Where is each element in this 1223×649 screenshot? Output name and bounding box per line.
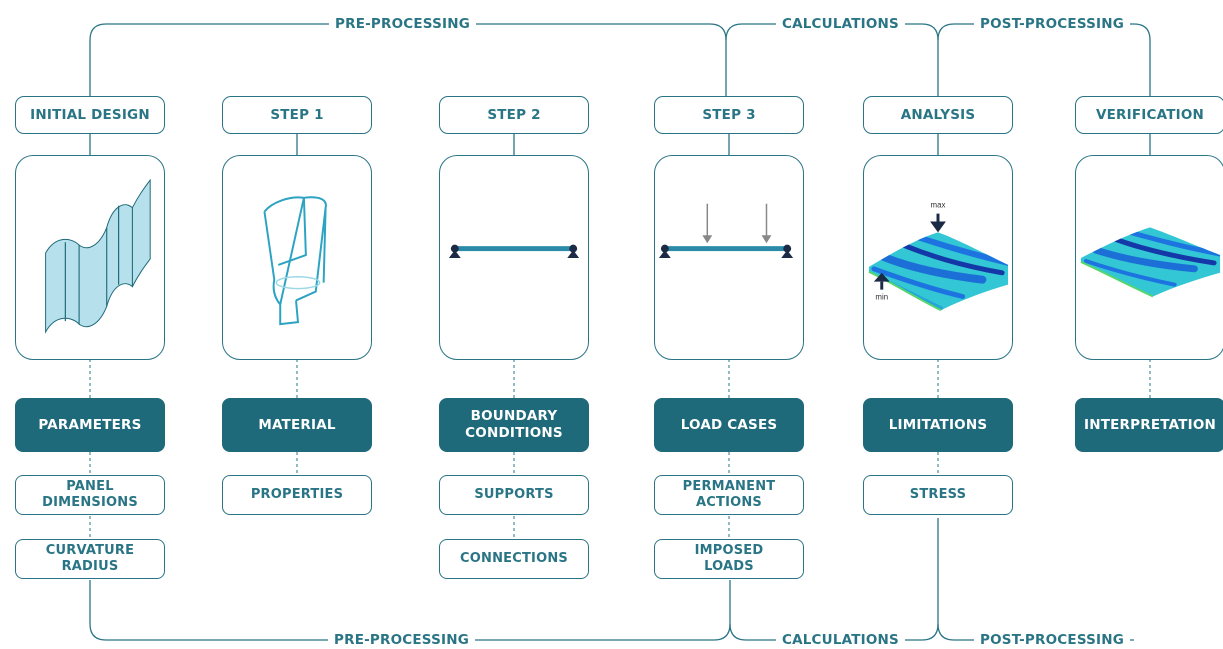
phase-label-post-bottom: POST-PROCESSING bbox=[974, 631, 1131, 649]
phase-label-post-top: POST-PROCESSING bbox=[974, 15, 1131, 33]
category-limitations: LIMITATIONS bbox=[863, 398, 1013, 452]
header-verification: VERIFICATION bbox=[1075, 96, 1223, 134]
category-load-cases: LOAD CASES bbox=[654, 398, 804, 452]
category-material: MATERIAL bbox=[222, 398, 372, 452]
sub-curvature-radius: CURVATURE RADIUS bbox=[15, 539, 165, 579]
sub-imposed-loads: IMPOSED LOADS bbox=[654, 539, 804, 579]
sub-connections: CONNECTIONS bbox=[439, 539, 589, 579]
sub-properties: PROPERTIES bbox=[222, 475, 372, 515]
phase-label-calc-bottom: CALCULATIONS bbox=[776, 631, 905, 649]
load-beam-image bbox=[654, 155, 804, 360]
analysis-stress-image: max min bbox=[863, 155, 1013, 360]
header-step-2: STEP 2 bbox=[439, 96, 589, 134]
sub-panel-dimensions: PANEL DIMENSIONS bbox=[15, 475, 165, 515]
category-interpretation: INTERPRETATION bbox=[1075, 398, 1223, 452]
material-shape-image bbox=[222, 155, 372, 360]
phase-label-calc-top: CALCULATIONS bbox=[776, 15, 905, 33]
category-parameters: PARAMETERS bbox=[15, 398, 165, 452]
header-initial-design: INITIAL DESIGN bbox=[15, 96, 165, 134]
min-annotation: min bbox=[875, 292, 888, 301]
boundary-beam-image bbox=[439, 155, 589, 360]
header-step-3: STEP 3 bbox=[654, 96, 804, 134]
sub-supports: SUPPORTS bbox=[439, 475, 589, 515]
max-annotation: max bbox=[931, 201, 946, 210]
header-step-1: STEP 1 bbox=[222, 96, 372, 134]
panel-shape-image bbox=[15, 155, 165, 360]
header-analysis: ANALYSIS bbox=[863, 96, 1013, 134]
phase-label-pre-bottom: PRE-PROCESSING bbox=[328, 631, 476, 649]
sub-stress: STRESS bbox=[863, 475, 1013, 515]
phase-label-pre-top: PRE-PROCESSING bbox=[329, 15, 477, 33]
sub-permanent-actions: PERMANENT ACTIONS bbox=[654, 475, 804, 515]
category-boundary-conditions: BOUNDARY CONDITIONS bbox=[439, 398, 589, 452]
verification-stress-image bbox=[1075, 155, 1223, 360]
